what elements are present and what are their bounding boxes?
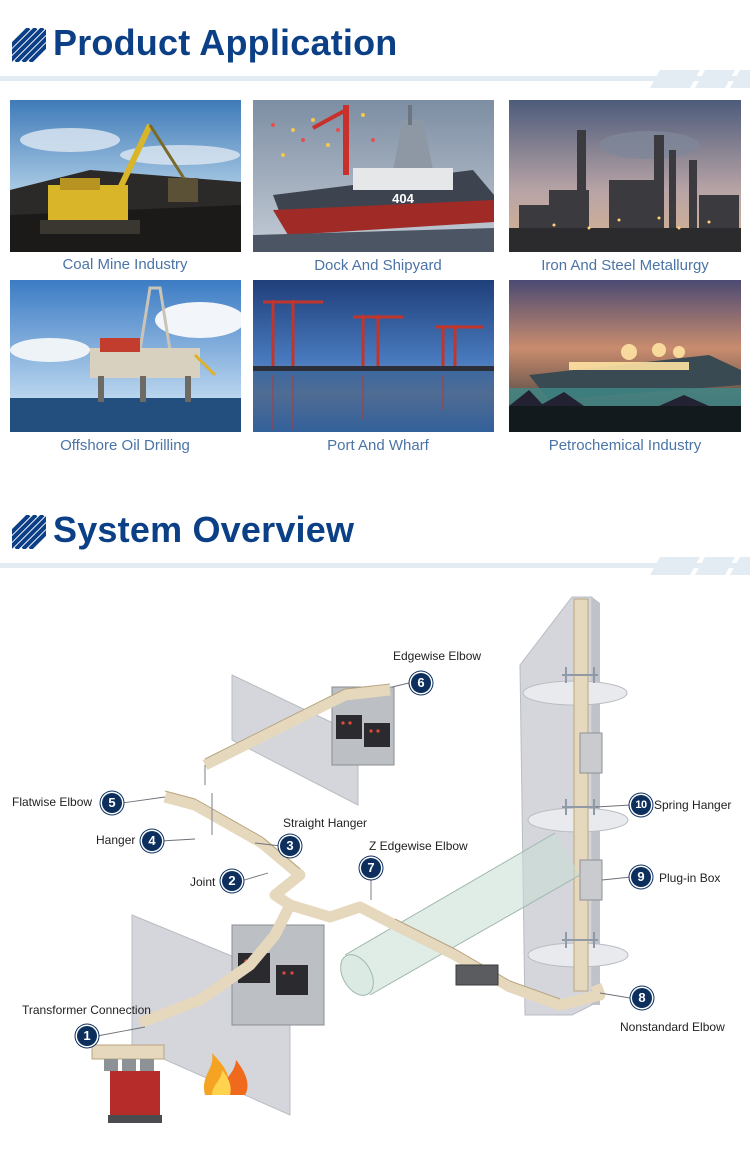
caption-steel: Iron And Steel Metallurgy [541, 257, 709, 274]
fire-icon [203, 1053, 248, 1095]
tap-off-box [455, 964, 499, 986]
section-divider [0, 557, 750, 575]
plug-in-box [579, 859, 603, 901]
steel-plant-photo [509, 100, 741, 252]
badge-8: 8 [632, 988, 652, 1008]
label-nonstandard-elbow: Nonstandard Elbow [620, 1020, 725, 1034]
label-joint: Joint [190, 875, 216, 889]
striped-square-icon [12, 28, 46, 62]
caption-port: Port And Wharf [327, 437, 429, 454]
label-plug-in-box: Plug-in Box [659, 871, 721, 885]
caption-petrochemical: Petrochemical Industry [548, 437, 702, 454]
label-flatwise-elbow: Flatwise Elbow [12, 795, 93, 809]
label-hanger: Hanger [96, 833, 136, 847]
badge-10: 10 [631, 795, 651, 815]
badge-5: 5 [102, 793, 122, 813]
hanger-rods [204, 765, 213, 835]
upper-switchgear [331, 686, 395, 766]
badge-9: 9 [631, 867, 651, 887]
label-straight-hanger: Straight Hanger [283, 816, 368, 830]
striped-square-icon [12, 515, 46, 549]
petrochemical-photo [509, 280, 741, 432]
vertical-riser [573, 598, 589, 992]
section-title: System Overview [53, 509, 355, 550]
spring-hanger [562, 667, 598, 948]
hull-number: 404 [392, 191, 414, 206]
section-title: Product Application [53, 22, 398, 63]
transformer [91, 1044, 165, 1123]
label-transformer-connection: Transformer Connection [22, 1003, 151, 1017]
label-z-edgewise-elbow: Z Edgewise Elbow [369, 839, 468, 853]
badge-7: 7 [361, 858, 381, 878]
product-application-header: Product Application [0, 20, 750, 88]
lower-switchgear [231, 924, 325, 1026]
busway-run [138, 684, 606, 1029]
shipyard-photo: 404 [253, 100, 494, 252]
offshore-rig-photo [10, 280, 241, 432]
label-spring-hanger: Spring Hanger [654, 798, 732, 812]
badge-3: 3 [280, 836, 300, 856]
busway-system-diagram [91, 596, 632, 1123]
section-divider [0, 70, 750, 88]
caption-shipyard: Dock And Shipyard [314, 257, 442, 274]
caption-offshore: Offshore Oil Drilling [60, 437, 190, 454]
system-overview-header: System Overview [0, 507, 750, 575]
badge-4: 4 [142, 831, 162, 851]
badge-2: 2 [222, 871, 242, 891]
caption-coal-mine: Coal Mine Industry [62, 256, 188, 273]
transparent-pipe [340, 832, 581, 996]
badge-6: 6 [411, 673, 431, 693]
label-edgewise-elbow: Edgewise Elbow [393, 649, 482, 663]
port-photo [253, 280, 494, 432]
leader-lines [96, 682, 632, 1037]
coal-mine-photo [10, 100, 241, 252]
badge-1: 1 [77, 1026, 97, 1046]
plug-in-box [579, 732, 603, 774]
